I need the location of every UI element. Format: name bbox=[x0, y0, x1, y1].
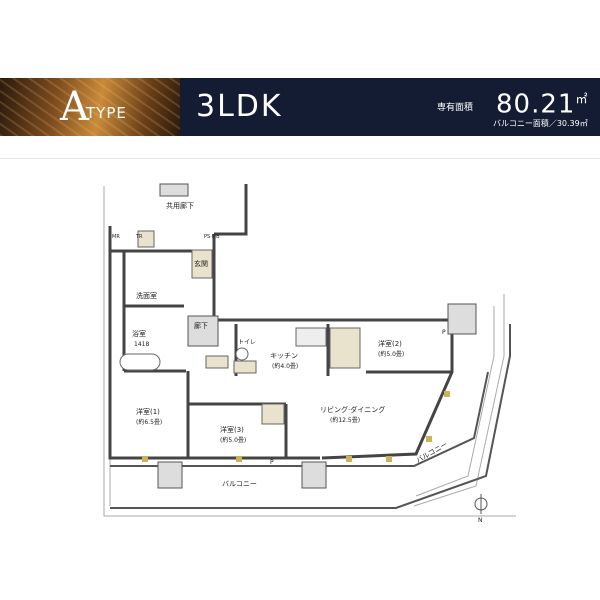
label-tr: TR bbox=[135, 234, 143, 240]
label-bath-size: 1418 bbox=[134, 341, 149, 348]
label-living-size: (約12.5畳) bbox=[330, 416, 360, 424]
area-unit: ㎡ bbox=[575, 92, 589, 106]
label-living: リビング·ダイニング bbox=[320, 405, 385, 414]
label-room3: 洋室(3) bbox=[220, 425, 244, 434]
label-entrance: 玄関 bbox=[194, 259, 208, 268]
layout-title: 3LDK bbox=[196, 89, 283, 124]
label-washroom: 洗面室 bbox=[136, 291, 157, 300]
fixtures bbox=[119, 230, 361, 425]
label-common-corridor: 共用廊下 bbox=[166, 201, 194, 210]
header-divider bbox=[0, 158, 600, 159]
label-room2-size: (約5.0畳) bbox=[378, 350, 404, 358]
label-corridor: 廊下 bbox=[194, 321, 208, 330]
columns bbox=[157, 183, 477, 489]
label-room1: 洋室(1) bbox=[136, 407, 160, 416]
label-ps-mb: PS·MB bbox=[204, 234, 220, 240]
label-room3-size: (約5.0畳) bbox=[220, 436, 246, 444]
label-toilet: トイレ bbox=[238, 339, 256, 346]
window-markers bbox=[142, 391, 450, 462]
label-kitchen-size: (約4.0畳) bbox=[272, 362, 298, 370]
type-badge: A TYPE bbox=[0, 78, 180, 136]
plan-walls bbox=[108, 184, 454, 460]
type-word: TYPE bbox=[86, 104, 127, 122]
label-north: N bbox=[478, 517, 483, 524]
label-room1-size: (約6.5畳) bbox=[136, 418, 162, 426]
type-letter: A bbox=[60, 84, 89, 130]
header-banner: A TYPE 3LDK 専有面積 80.21㎡ バルコニー面積／30.39㎡ bbox=[0, 78, 600, 136]
label-kitchen: キッチン bbox=[270, 352, 298, 360]
balcony-outline bbox=[110, 324, 511, 509]
label-balcony: バルコニー bbox=[222, 480, 257, 488]
label-mr: MR bbox=[112, 234, 120, 240]
label-p-right: P bbox=[442, 329, 446, 336]
label-bath: 浴室 bbox=[132, 329, 146, 338]
area-value: 80.21㎡ bbox=[496, 83, 588, 121]
floor-plan: 共用廊下 MR TR PS·MB 玄関 洗面室 浴室 1418 廊下 トイレ キ… bbox=[103, 183, 516, 524]
area-label: 専有面積 bbox=[437, 103, 474, 113]
label-p-left: P bbox=[270, 459, 274, 466]
label-room2: 洋室(2) bbox=[378, 339, 402, 348]
balcony-area-label: バルコニー面積／30.39㎡ bbox=[493, 119, 588, 128]
area-number: 80.21 bbox=[496, 89, 576, 120]
compass-icon bbox=[474, 494, 488, 514]
